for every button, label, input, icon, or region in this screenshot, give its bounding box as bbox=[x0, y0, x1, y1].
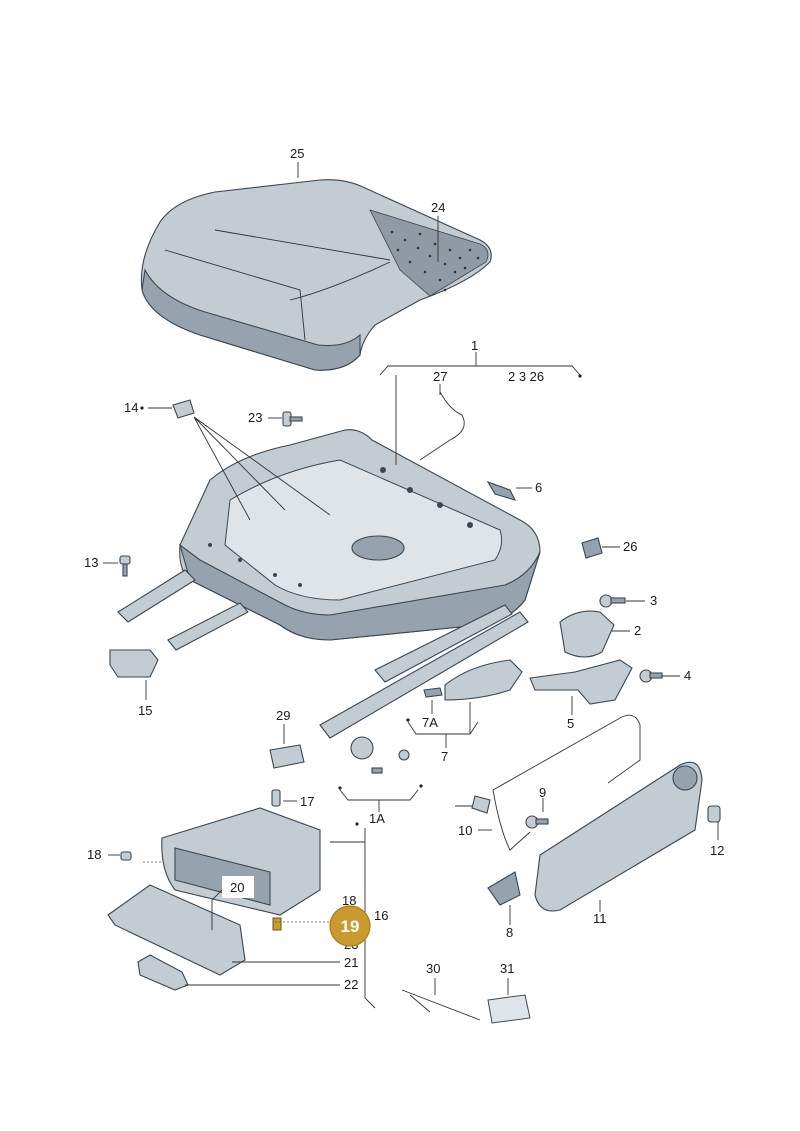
holder-8[interactable] bbox=[487, 871, 521, 906]
label-14: 14 bbox=[124, 400, 138, 415]
label-23: 23 bbox=[248, 410, 262, 425]
label-7a: 7A bbox=[422, 715, 438, 730]
label-9: 9 bbox=[539, 785, 546, 800]
label-16: 16 bbox=[374, 908, 388, 923]
label-18-second: 18 bbox=[342, 893, 356, 908]
screw-18[interactable] bbox=[120, 851, 132, 861]
label-7: 7 bbox=[441, 749, 448, 764]
side-trim-11[interactable] bbox=[534, 761, 703, 912]
label-5: 5 bbox=[567, 716, 574, 731]
screw-13[interactable] bbox=[119, 555, 131, 577]
cover-15[interactable] bbox=[109, 649, 159, 678]
label-29: 29 bbox=[276, 708, 290, 723]
label-3: 3 bbox=[650, 593, 657, 608]
screw-3[interactable] bbox=[599, 594, 626, 608]
screw-4[interactable] bbox=[639, 669, 663, 683]
clip-7a[interactable] bbox=[423, 687, 443, 698]
label-18: 18 bbox=[87, 847, 101, 862]
rod-10[interactable] bbox=[492, 714, 641, 851]
screw-17[interactable] bbox=[271, 789, 281, 807]
label-20: 20 bbox=[230, 880, 244, 895]
motor-1a[interactable] bbox=[350, 736, 410, 774]
label-17: 17 bbox=[300, 794, 314, 809]
clip-19[interactable] bbox=[272, 917, 282, 931]
clip-14[interactable] bbox=[172, 399, 195, 419]
highlight-marker-19[interactable]: 19 bbox=[329, 905, 371, 947]
clip-29[interactable] bbox=[269, 744, 305, 769]
bracket-5[interactable] bbox=[529, 659, 633, 705]
seat-cushion[interactable] bbox=[140, 179, 492, 371]
connector-6[interactable] bbox=[486, 480, 517, 501]
clip-12[interactable] bbox=[707, 805, 721, 823]
label-4: 4 bbox=[684, 668, 691, 683]
label-12: 12 bbox=[710, 843, 724, 858]
trim-7[interactable] bbox=[444, 659, 523, 701]
label-1a: 1A bbox=[369, 811, 385, 826]
screw-9[interactable] bbox=[525, 815, 549, 829]
label-31: 31 bbox=[500, 961, 514, 976]
label-25: 25 bbox=[290, 146, 304, 161]
label-27: 27 bbox=[433, 369, 447, 384]
label-10: 10 bbox=[458, 823, 472, 838]
clip-28[interactable] bbox=[471, 795, 491, 814]
drawer-handle-22[interactable] bbox=[137, 954, 189, 991]
reference-dots bbox=[140, 374, 582, 826]
label-1: 1 bbox=[471, 338, 478, 353]
label-15: 15 bbox=[138, 703, 152, 718]
label-group-1: 2 3 26 bbox=[508, 369, 544, 384]
label-30: 30 bbox=[426, 961, 440, 976]
part-labels: 25 24 1 27 2 3 26 14 23 6 26 13 3 2 4 15… bbox=[84, 146, 724, 992]
label-22: 22 bbox=[344, 977, 358, 992]
label-2: 2 bbox=[634, 623, 641, 638]
highlight-label: 19 bbox=[341, 917, 360, 936]
drawer-tray-21[interactable] bbox=[107, 884, 246, 976]
bracket-2[interactable] bbox=[559, 610, 615, 658]
label-13: 13 bbox=[84, 555, 98, 570]
connector-26[interactable] bbox=[581, 537, 603, 559]
cable-27[interactable] bbox=[419, 391, 465, 461]
screw-23[interactable] bbox=[282, 411, 303, 427]
seat-frame[interactable] bbox=[179, 429, 541, 641]
label-26: 26 bbox=[623, 539, 637, 554]
label-21: 21 bbox=[344, 955, 358, 970]
seat-heating-mat[interactable] bbox=[369, 209, 489, 297]
label-6: 6 bbox=[535, 480, 542, 495]
label-24: 24 bbox=[431, 200, 445, 215]
drawer-housing[interactable] bbox=[161, 807, 321, 916]
label-11: 11 bbox=[593, 911, 607, 926]
leader-lines bbox=[103, 162, 719, 1009]
strap-30[interactable] bbox=[401, 989, 481, 1021]
seat-rails[interactable] bbox=[117, 569, 529, 739]
pad-31[interactable] bbox=[487, 994, 531, 1024]
label-8: 8 bbox=[506, 925, 513, 940]
